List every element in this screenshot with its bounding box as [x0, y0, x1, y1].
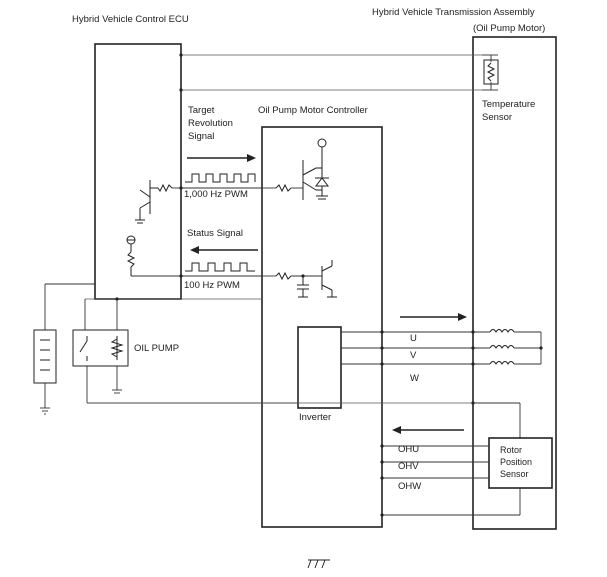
oil-pump-relay-label: OIL PUMP [134, 343, 179, 354]
three-phase-wiring [380, 330, 490, 366]
rotor-sensor-label-2: Position [500, 457, 532, 467]
rotor-signal-arrow [392, 426, 464, 434]
ecu-transistor-icon [135, 180, 181, 224]
transmission-title: Hybrid Vehicle Transmission Assembly [372, 7, 535, 18]
target-signal-arrow [187, 154, 256, 162]
controller-output-transistor-icon [262, 260, 337, 298]
target-signal-label-2: Revolution [188, 118, 233, 129]
inverter-to-controller-wiring [262, 331, 382, 404]
motor-coils-icon [489, 329, 543, 365]
temperature-sensor-label-2: Sensor [482, 112, 512, 123]
battery-icon [33, 329, 57, 384]
transmission-box [472, 36, 557, 530]
phase-v-label: V [410, 350, 417, 361]
status-signal-arrow [190, 246, 258, 254]
rotor-signal-wiring [380, 444, 521, 517]
controller-input-zener-icon [262, 138, 329, 200]
ecu-title: Hybrid Vehicle Control ECU [72, 14, 189, 25]
oil-pump-relay-icon [72, 329, 129, 367]
rotor-sensor-label-1: Rotor [500, 445, 522, 455]
ohu-label: OHU [398, 444, 419, 455]
phase-w-label: W [410, 373, 419, 384]
controller-title: Oil Pump Motor Controller [258, 105, 368, 116]
motor-power-arrow [400, 313, 467, 321]
temperature-sensor-wiring [179, 53, 498, 92]
ecu-pullup-icon [126, 235, 181, 277]
temperature-sensor-icon [483, 59, 499, 85]
pwm-100-label: 100 Hz PWM [184, 280, 240, 291]
target-signal-label-3: Signal [188, 131, 214, 142]
controller-box [261, 126, 383, 528]
oil-pump-motor-title: (Oil Pump Motor) [473, 23, 545, 34]
ground-icon [307, 559, 330, 569]
inverter-label: Inverter [299, 412, 331, 423]
pwm-1000-waveform [185, 173, 256, 183]
pwm-100-waveform [185, 262, 255, 272]
ohw-label: OHW [398, 481, 421, 492]
ecu-box [94, 43, 182, 300]
inverter-box [297, 326, 342, 409]
pwm-1000-label: 1,000 Hz PWM [184, 189, 248, 200]
phase-u-label: U [410, 333, 417, 344]
status-signal-label: Status Signal [187, 228, 243, 239]
target-signal-label-1: Target [188, 105, 215, 116]
temperature-sensor-label-1: Temperature [482, 99, 535, 110]
ohv-label: OHV [398, 461, 419, 472]
rotor-sensor-label-3: Sensor [500, 469, 529, 479]
rotor-position-sensor-box [488, 437, 553, 489]
